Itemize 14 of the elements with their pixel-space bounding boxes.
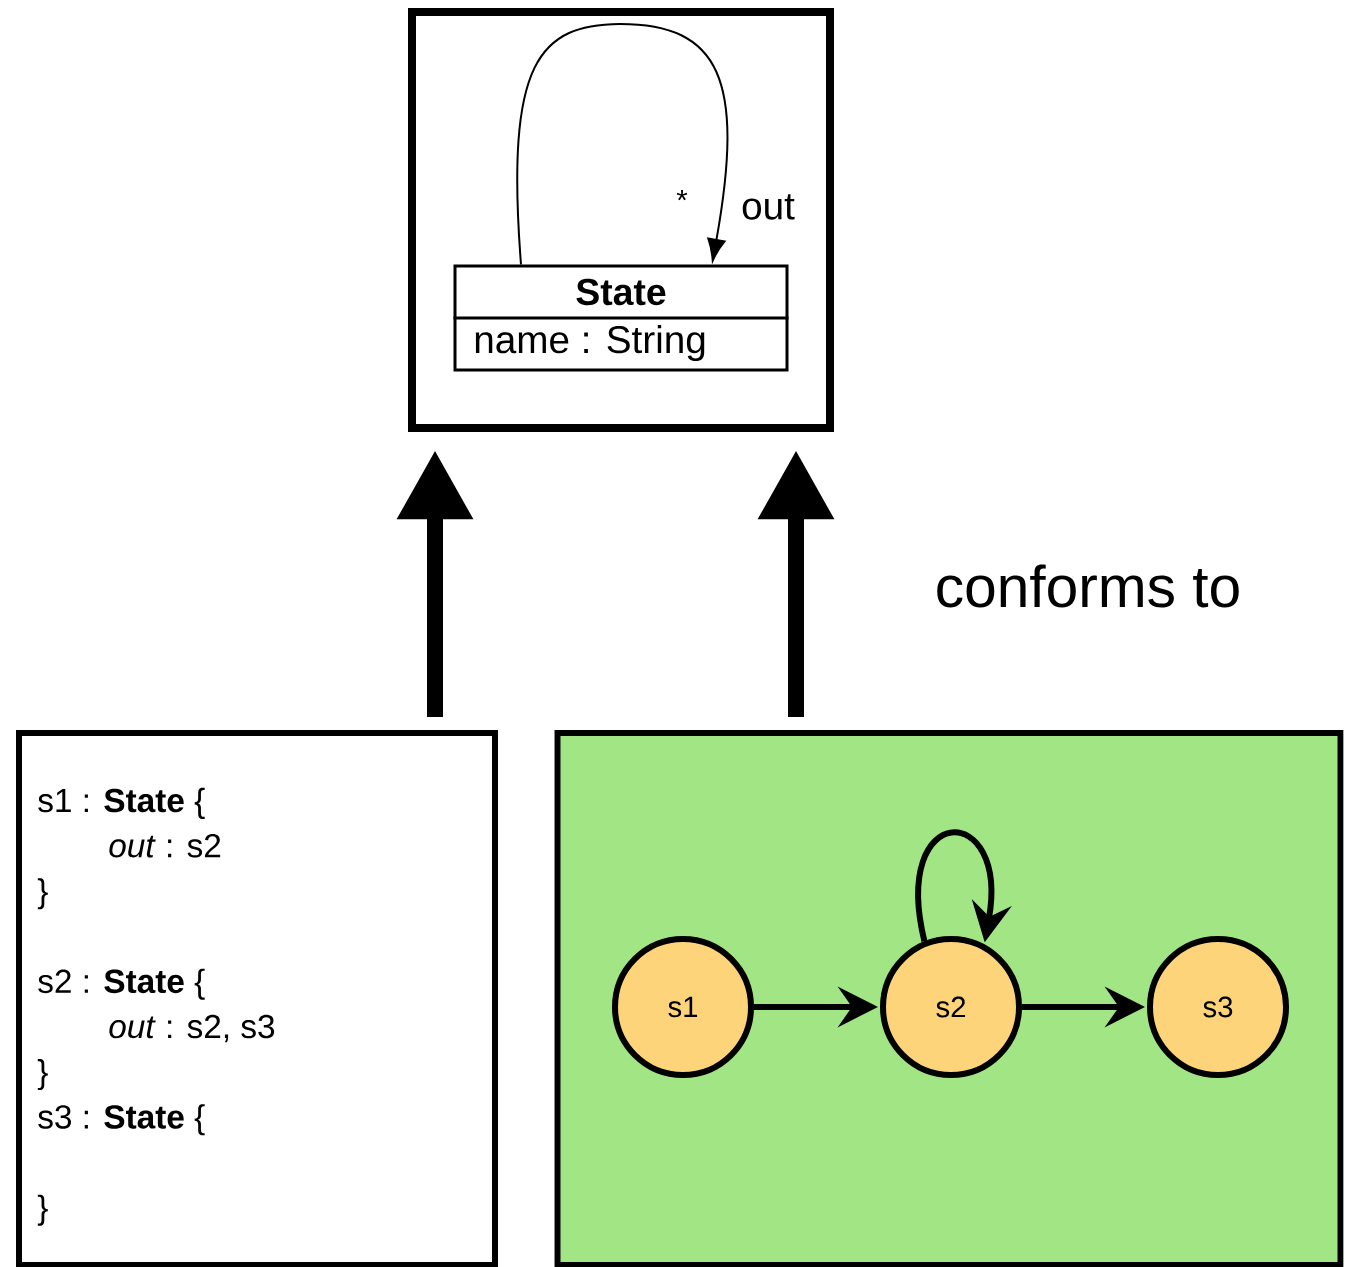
frame-box xyxy=(408,8,834,432)
code-line: s2 : State { xyxy=(38,968,205,1000)
code-line: } xyxy=(37,1194,48,1226)
code-line: s3 : State { xyxy=(38,1104,205,1136)
code-line: out : s2 xyxy=(109,833,221,858)
class-box: State name : String xyxy=(453,264,789,372)
multiplicity-label: * xyxy=(676,189,688,201)
code-line: } xyxy=(37,1059,48,1091)
arrow xyxy=(516,23,729,266)
code-line: } xyxy=(37,878,48,910)
relation-label: conforms to xyxy=(937,564,1239,608)
edge-label: out xyxy=(739,193,797,221)
code-line: s1 : State { xyxy=(38,787,205,819)
code-line: out : s2, s3 xyxy=(109,1014,275,1043)
